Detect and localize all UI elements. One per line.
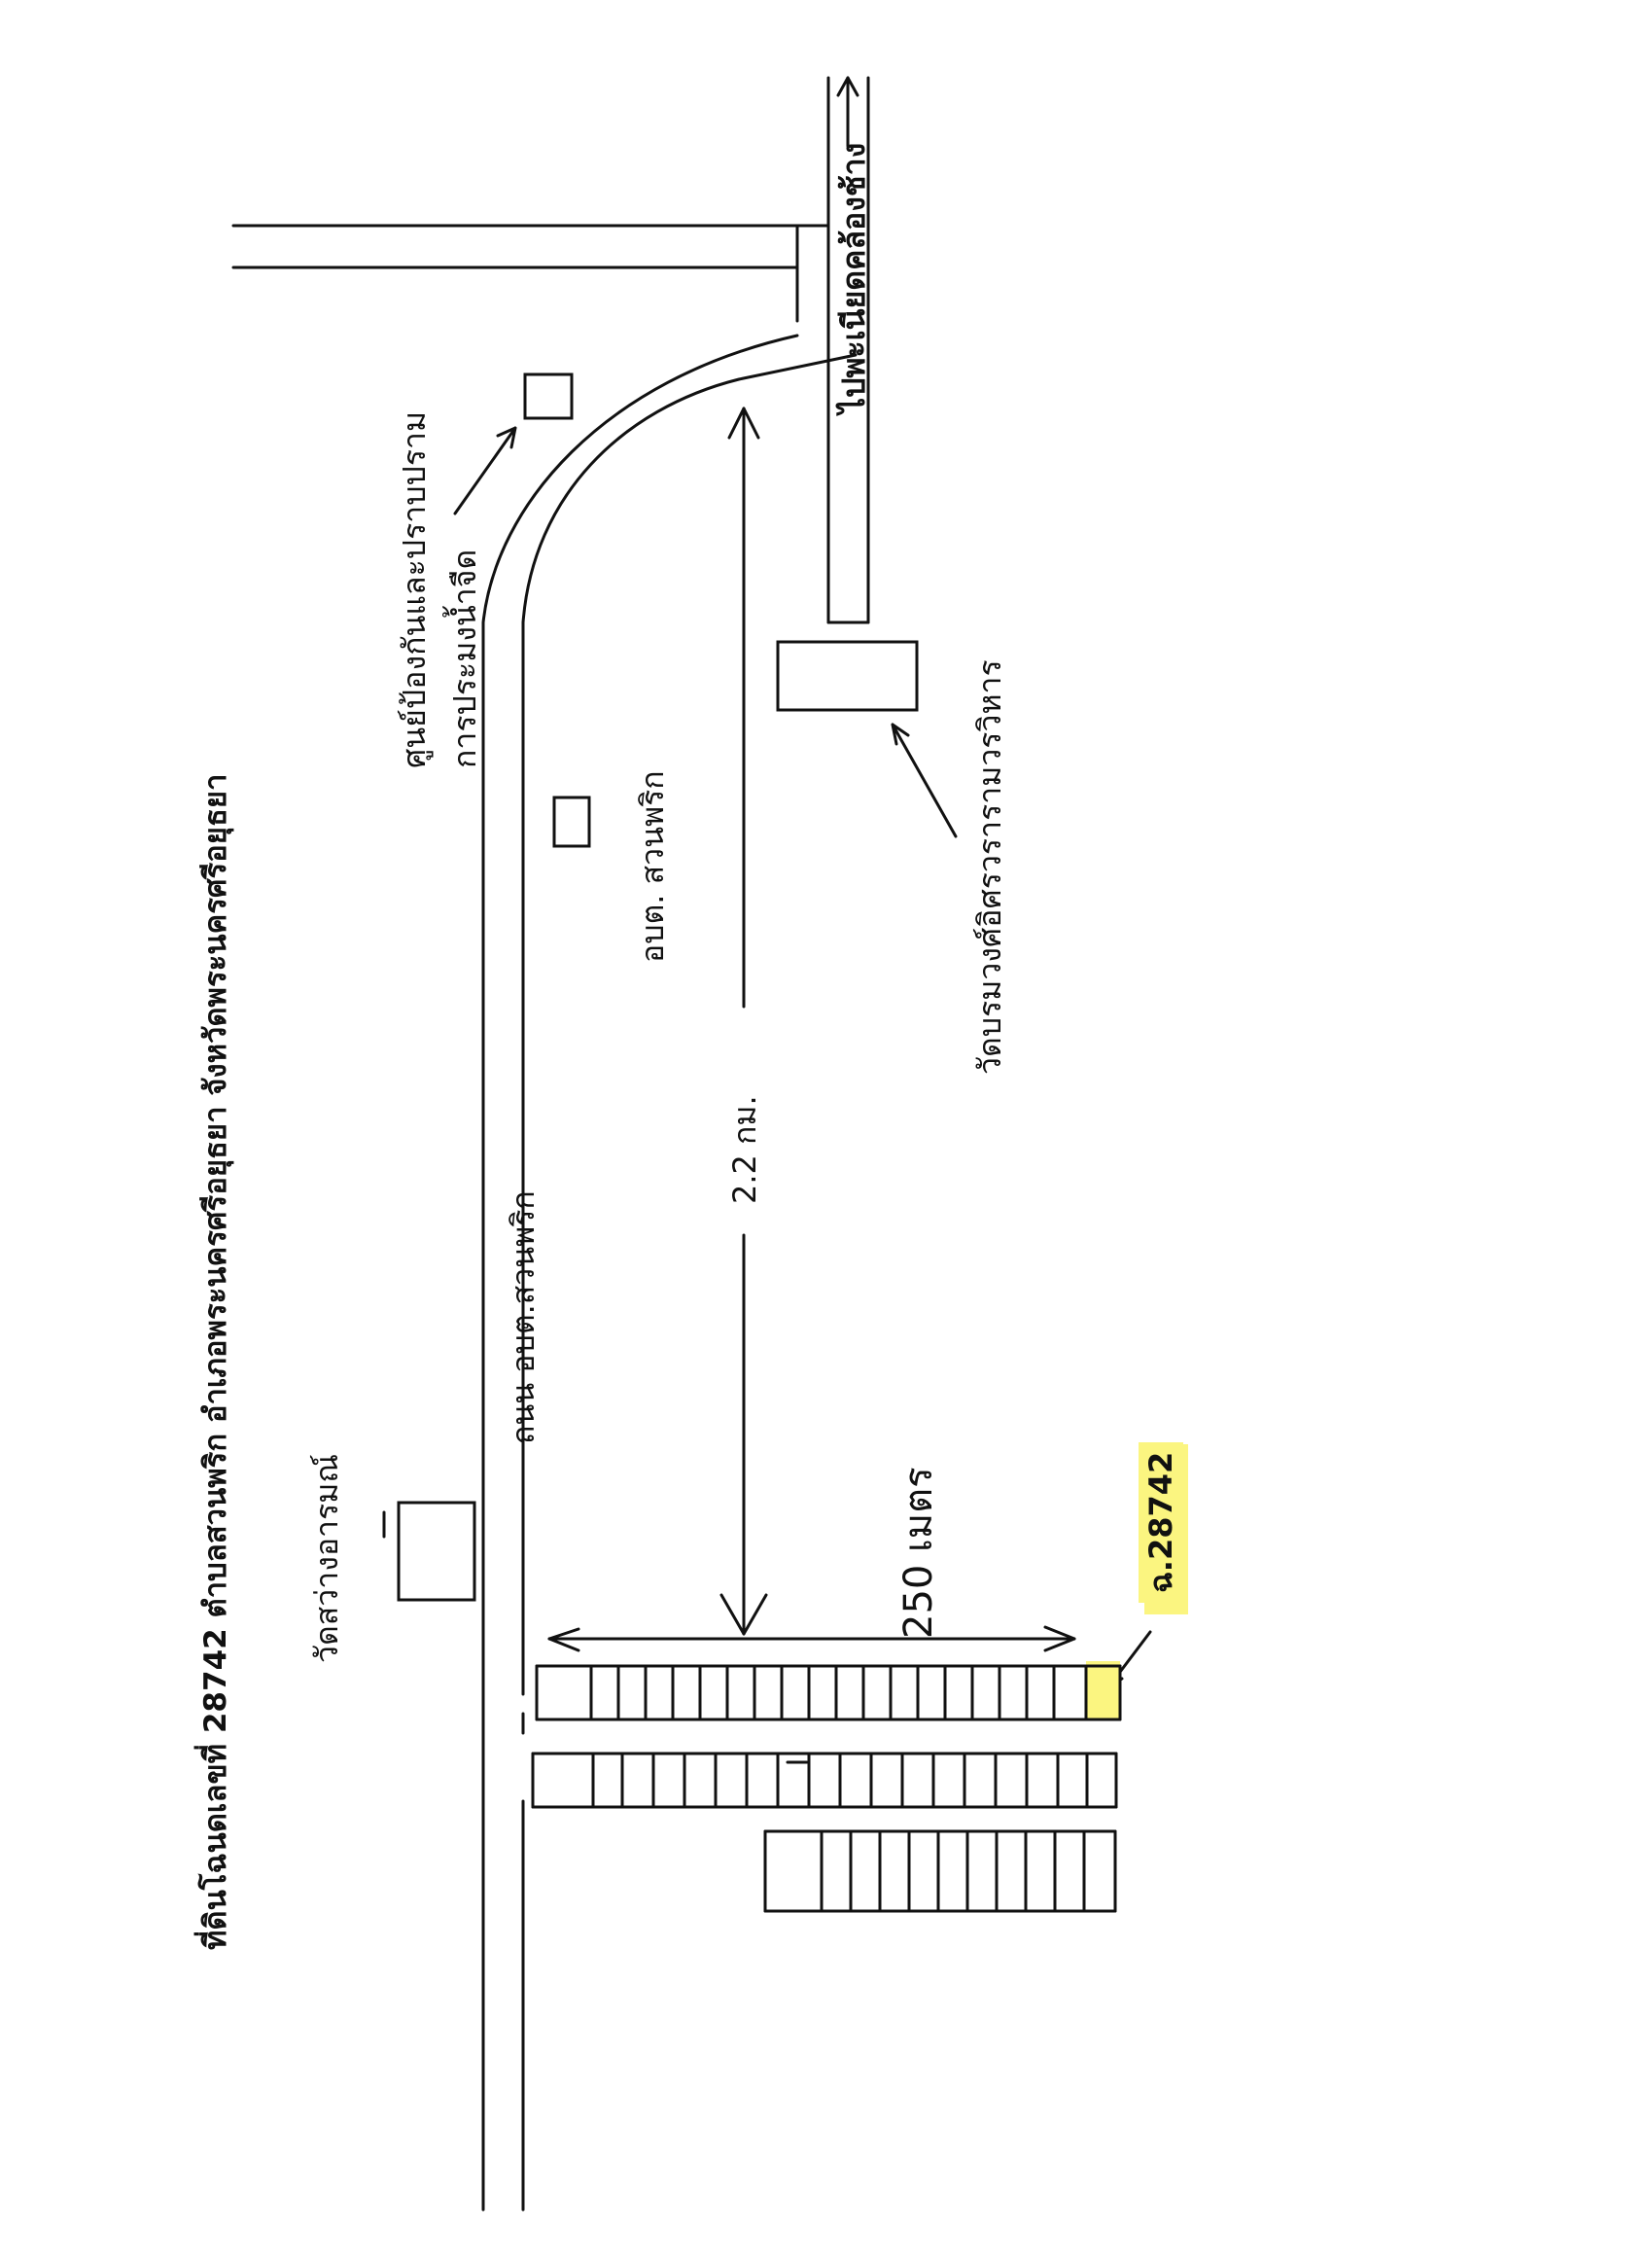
tambon-office-label: อบต. สวนพริก [634,770,671,963]
tambon-office-building [552,796,591,848]
distance-arrow [719,407,768,1636]
top-road [231,224,828,323]
parcel-row-1 [535,1664,1122,1721]
flood-center-label-1: ศูนย์ป้องกันและปราบปราม [396,410,433,768]
road-label: ถนน อบต.สวนพริก [505,1190,542,1444]
parcel-label: ฉ.28742 [1139,1441,1183,1603]
frontage-arrow [547,1625,1076,1652]
distance-label: 2.2 กม. [726,1095,763,1204]
wat-sawang-label: วัดสว่างอารมณ์ [308,1454,345,1663]
flood-center-label-2: การประมงน้ำจืด [446,549,483,768]
leader-arrows [382,426,1152,1689]
main-road [481,334,858,2212]
flood-center-building [523,372,574,420]
parcel-row-3 [763,1829,1117,1913]
frontage-label: 250 เมตร [896,1467,941,1639]
parcel-row-2 [531,1752,1118,1809]
wat-borom-label: วัดบรมวงศ์อิศรวรารามวรวิหาร [971,659,1008,1075]
wat-borom-building [776,640,919,712]
map-title: ที่ดินโฉนดเลขที่ 28742 ตำบลสวนพริก อำเภอ… [198,773,233,1950]
direction-road-label: ไปพะเนียดคล้องช้าง [835,142,872,413]
parcel-highlight [1086,1661,1120,1719]
phaniat-road [826,76,870,624]
wat-sawang-building [397,1501,476,1602]
